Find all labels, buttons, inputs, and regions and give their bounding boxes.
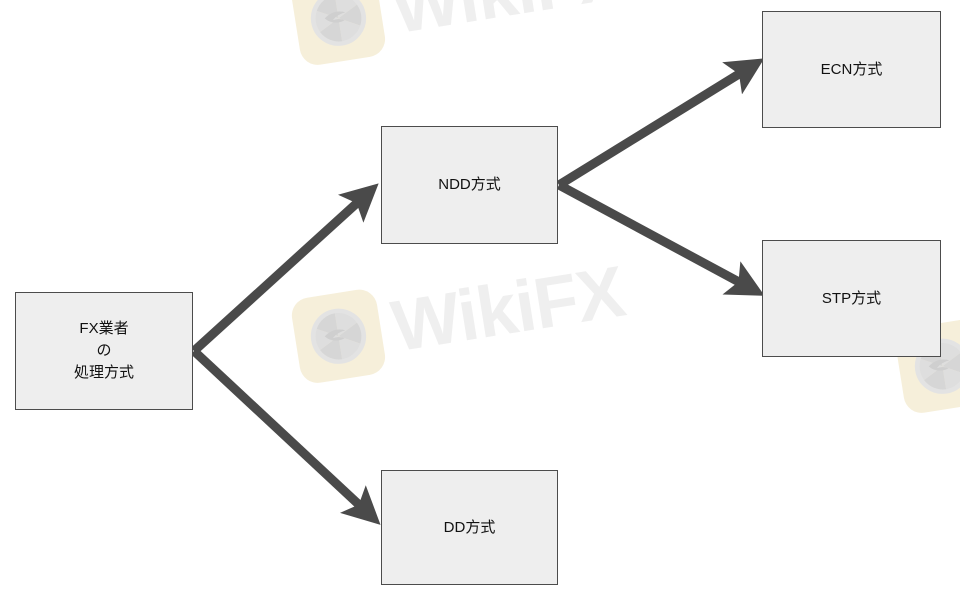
node-ndd-method[interactable]: NDD方式: [381, 126, 558, 244]
node-dd-method[interactable]: DD方式: [381, 470, 558, 585]
node-fx-broker-processing-method[interactable]: FX業者 の 処理方式: [15, 292, 193, 410]
node-ecn-method[interactable]: ECN方式: [762, 11, 941, 128]
edge-root-to-dd: [190, 347, 381, 525]
node-stp-method[interactable]: STP方式: [762, 240, 941, 357]
edge-ndd-to-stp: [556, 181, 765, 296]
edge-root-to-ndd: [190, 183, 379, 355]
edge-ndd-to-ecn: [556, 58, 765, 189]
